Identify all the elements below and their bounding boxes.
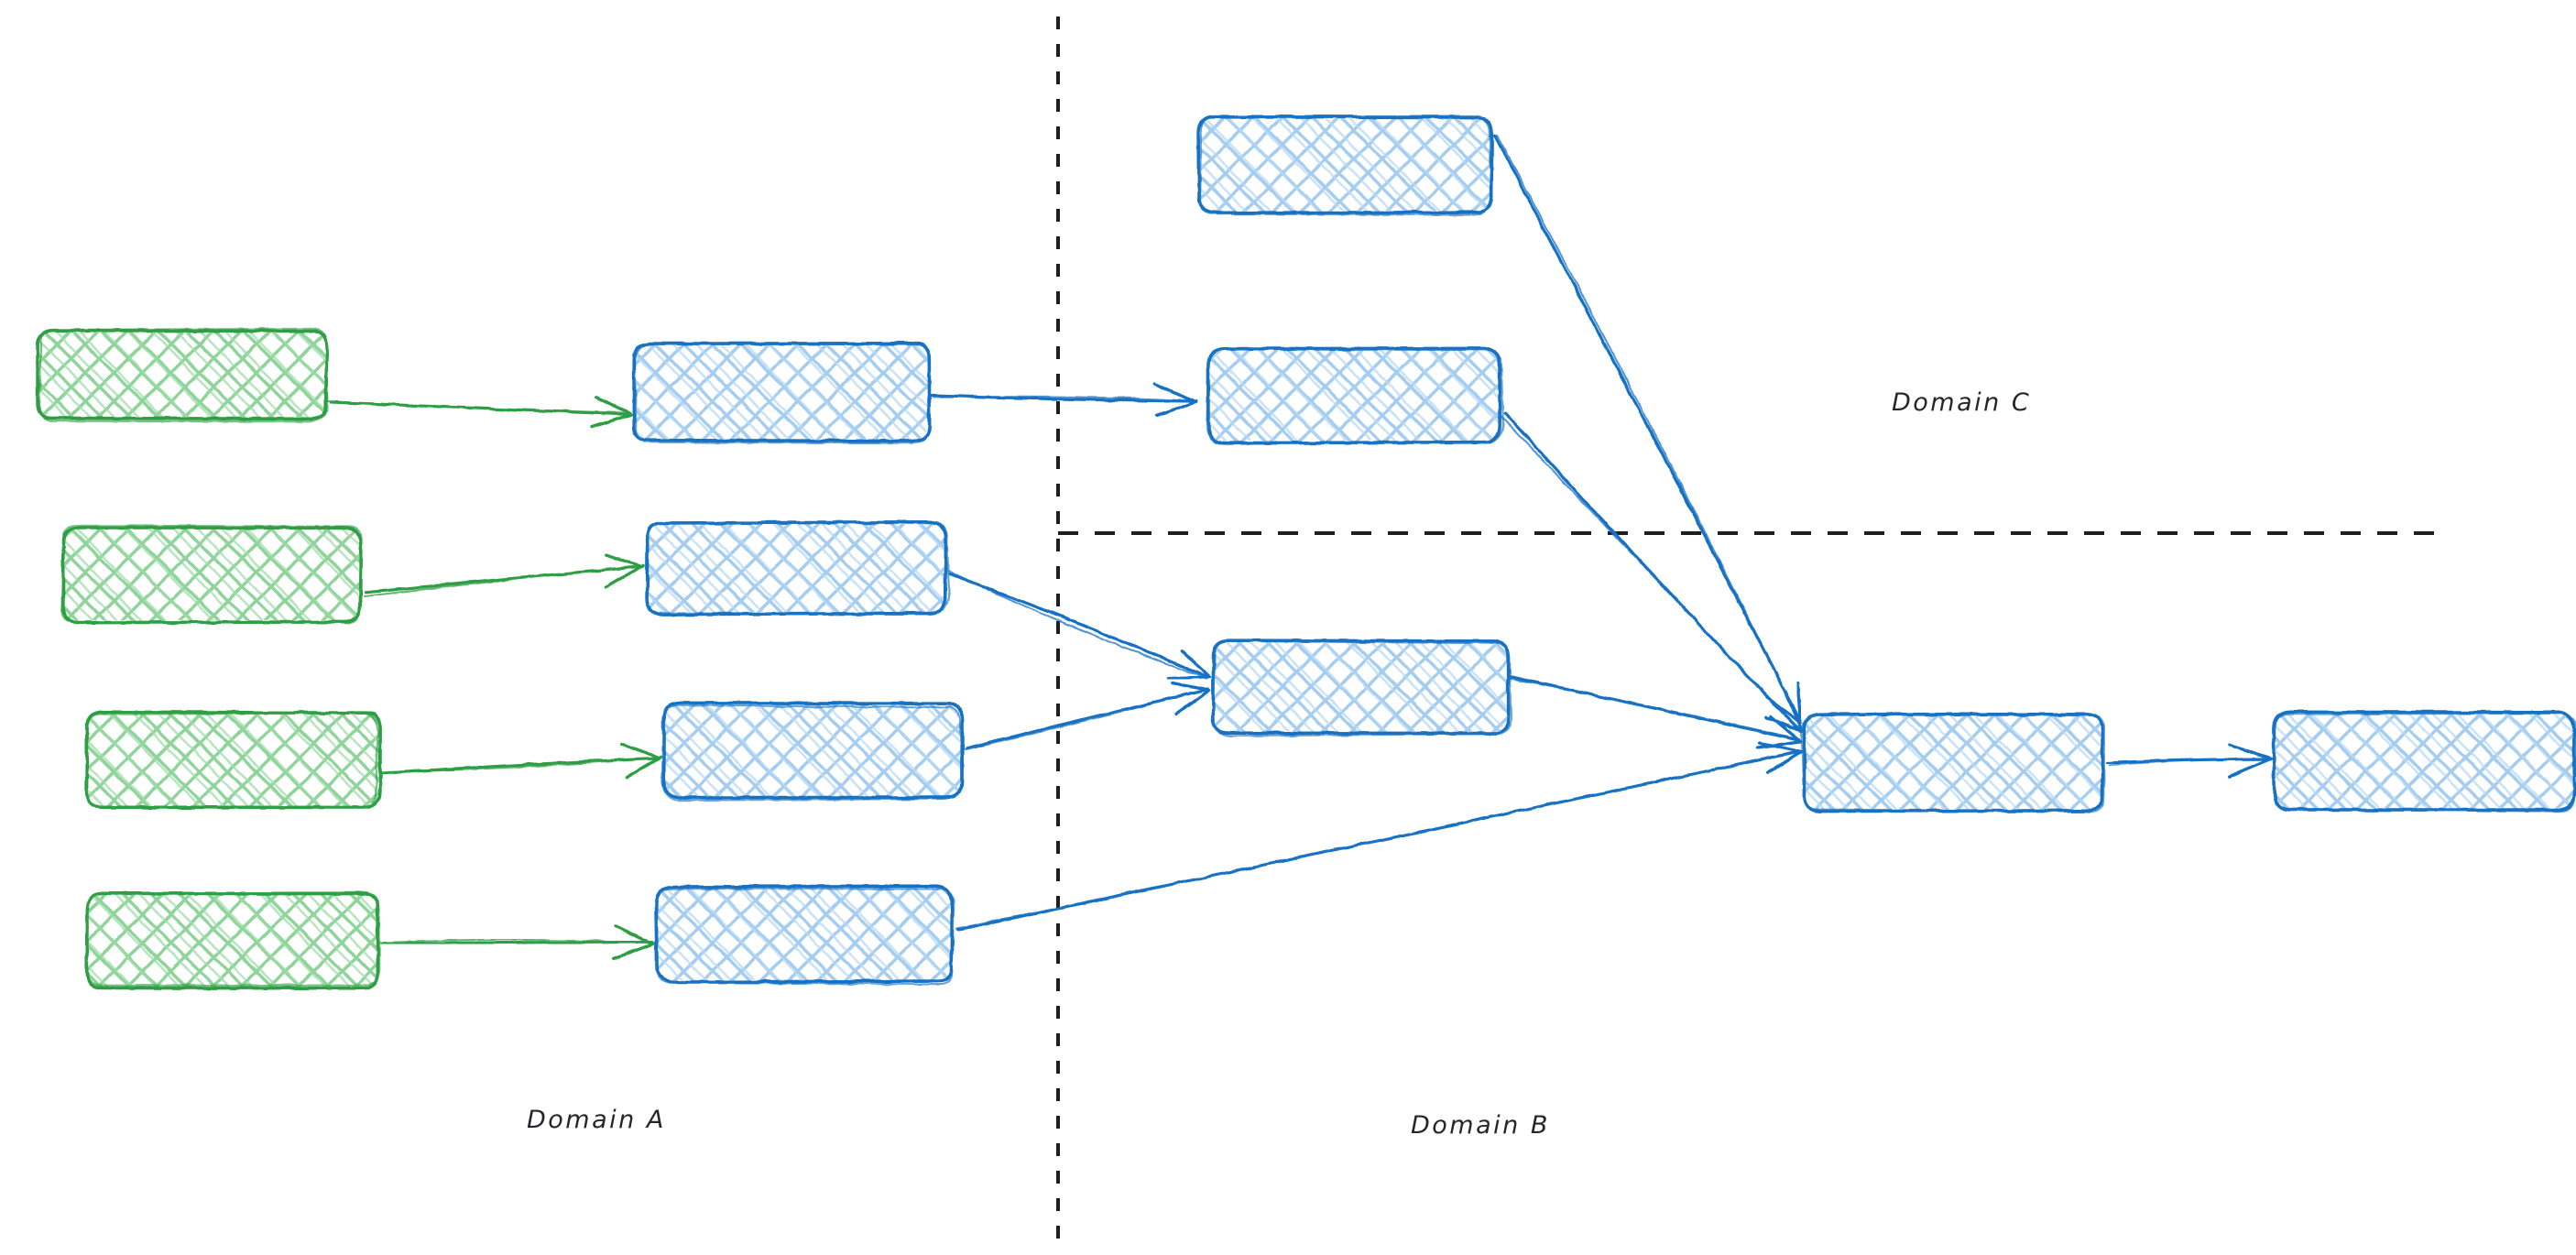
arrow-head-stroke-1 [614, 924, 653, 945]
edge-c-node-1-to-c-node-2 [2106, 743, 2273, 778]
node-fill-hatch-secondary [1805, 715, 2101, 811]
edge-a-proc-4-to-c-node-1 [955, 741, 1804, 932]
node-fill-hatch-secondary [648, 522, 945, 613]
edge-a-proc-3-to-b-node-3 [962, 681, 1211, 751]
edge-a-proc-2-to-b-node-3 [947, 570, 1212, 681]
arrow-head-stroke-1 [2228, 743, 2272, 760]
label-domain-b: Domain B [1411, 1111, 1550, 1140]
node-outline-stroke-1 [2273, 712, 2576, 813]
node-outline-stroke-1 [645, 520, 951, 617]
node-b-node-2[interactable] [1206, 346, 1505, 445]
edge-a-src-2-to-a-proc-2 [363, 553, 646, 597]
node-fill-hatch-secondary [1215, 641, 1508, 732]
divider-layer [1056, 16, 2448, 1242]
arrow-head-stroke-0 [1166, 674, 1212, 681]
label-domain-a: Domain A [527, 1106, 666, 1134]
arrow-head-stroke-0 [1766, 750, 1802, 775]
edge-shaft-1 [363, 564, 641, 597]
edge-shaft-1 [383, 757, 659, 774]
node-outline-stroke-0 [1196, 115, 1494, 215]
node-fill-hatch-secondary [1200, 118, 1490, 213]
node-outline-stroke-1 [85, 712, 379, 810]
arrow-head-stroke-1 [1796, 682, 1803, 722]
node-outline-stroke-1 [1800, 714, 2106, 813]
node-c-node-1[interactable] [1800, 712, 2106, 813]
label-domain-c: Domain C [1892, 388, 2032, 417]
node-outline-stroke-1 [660, 704, 963, 802]
arrow-head-stroke-1 [1758, 741, 1804, 754]
arrow-head-stroke-0 [2228, 757, 2273, 778]
node-outline-stroke-0 [1802, 712, 2104, 813]
node-outline-stroke-0 [36, 328, 329, 421]
node-a-src-2[interactable] [60, 524, 363, 625]
edge-shaft-1 [962, 687, 1210, 751]
node-a-proc-1[interactable] [631, 342, 932, 444]
edge-shaft-1 [947, 570, 1208, 680]
edge-a-src-3-to-a-proc-3 [381, 741, 662, 779]
node-fill-hatch-secondary [634, 344, 928, 441]
node-fill-hatch-secondary [1207, 349, 1501, 442]
edge-a-src-1-to-a-proc-1 [326, 396, 634, 429]
node-outline-stroke-1 [86, 891, 381, 987]
arrow-head-stroke-0 [604, 563, 646, 589]
node-fill-hatch-secondary [88, 713, 380, 807]
arrow-head-stroke-0 [591, 412, 634, 429]
node-fill-hatch-secondary [38, 330, 326, 420]
node-fill-hatch-secondary [2274, 713, 2574, 810]
node-b-node-3[interactable] [1211, 638, 1513, 737]
arrow-head-stroke-1 [1170, 681, 1210, 692]
edge-shaft-1 [379, 938, 651, 944]
node-outline-stroke-1 [38, 327, 329, 423]
arrow-head-stroke-0 [625, 755, 662, 779]
edge-shaft-1 [955, 750, 1798, 930]
edge-shaft-1 [932, 395, 1196, 402]
arrow-head-stroke-1 [595, 396, 631, 415]
node-outline-stroke-1 [60, 524, 363, 625]
node-c-node-2[interactable] [2272, 710, 2576, 813]
node-fill-hatch-secondary [664, 704, 962, 797]
node-fill-hatch-secondary [659, 887, 952, 982]
node-a-proc-3[interactable] [660, 701, 965, 802]
arrow-head-stroke-1 [1180, 649, 1210, 678]
edge-shaft-1 [2109, 757, 2270, 766]
node-outline-stroke-1 [1206, 348, 1505, 445]
node-fill-hatch-secondary [87, 893, 378, 988]
edge-shaft-1 [1501, 416, 1802, 732]
edge-shaft-0 [1493, 134, 1803, 723]
edge-layer [326, 134, 2273, 961]
edge-a-src-4-to-a-proc-4 [379, 924, 657, 961]
edge-b-node-1-to-c-node-1 [1493, 134, 1803, 726]
node-a-src-3[interactable] [84, 710, 382, 810]
node-outline-stroke-1 [634, 343, 931, 444]
arrow-head-stroke-1 [1769, 715, 1803, 744]
node-a-proc-2[interactable] [645, 520, 951, 617]
node-outline-stroke-1 [1212, 639, 1513, 737]
edge-shaft-1 [326, 399, 629, 414]
edge-shaft-1 [1508, 677, 1801, 740]
arrow-head-stroke-1 [1784, 689, 1804, 734]
node-a-src-4[interactable] [84, 891, 381, 990]
node-a-src-1[interactable] [36, 327, 329, 423]
arrow-head-stroke-0 [612, 942, 657, 961]
arrow-head-stroke-0 [1155, 400, 1198, 418]
arrow-head-stroke-1 [604, 553, 645, 569]
edge-a-proc-1-to-b-node-2 [930, 382, 1198, 418]
arrow-head-stroke-0 [1756, 739, 1801, 749]
arrow-head-stroke-1 [620, 741, 661, 760]
arrow-head-stroke-1 [1152, 382, 1196, 404]
edge-shaft-1 [1496, 134, 1802, 723]
arrow-head-stroke-0 [1174, 688, 1211, 716]
node-outline-stroke-1 [1198, 115, 1492, 216]
node-fill-hatch-secondary [62, 528, 359, 621]
edge-b-node-3-to-c-node-1 [1508, 675, 1803, 749]
node-b-node-1[interactable] [1196, 115, 1494, 216]
node-outline-stroke-1 [653, 888, 955, 986]
node-layer [36, 115, 2576, 990]
node-a-proc-4[interactable] [653, 884, 955, 986]
